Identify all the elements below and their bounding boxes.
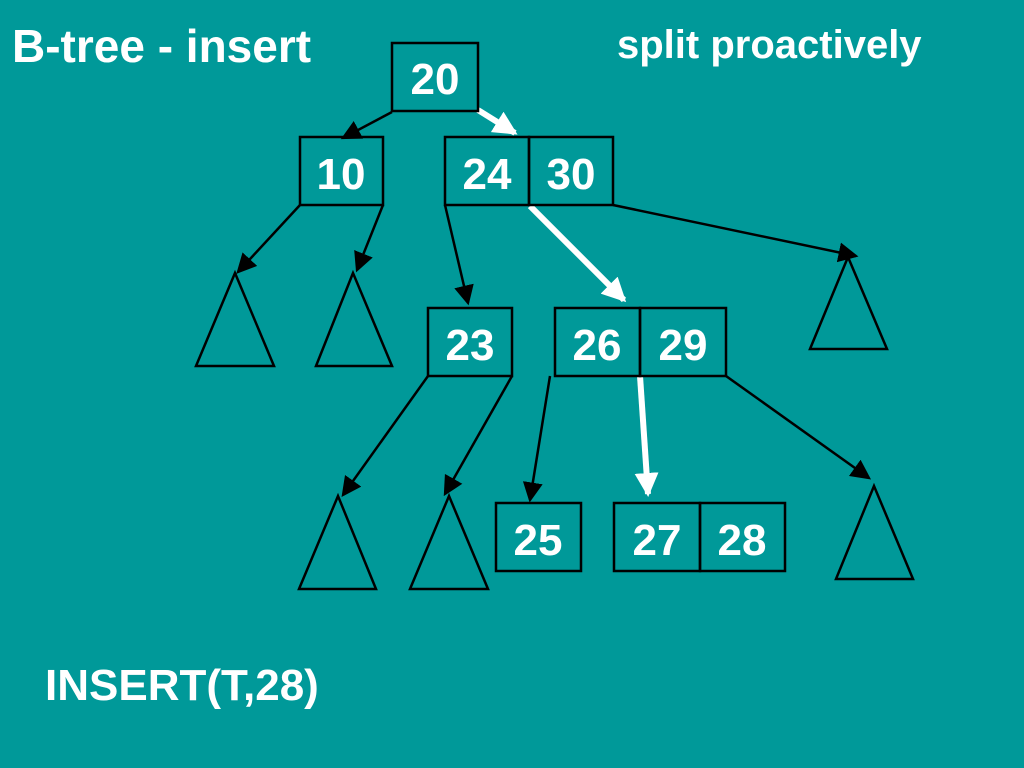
edge-n2629-to-right-subtree [725, 374, 872, 480]
node-key: 10 [317, 150, 366, 199]
node-key: 27 [633, 516, 682, 565]
node-key-cell [390, 41, 480, 113]
insert-path-n2430-to-n2629 [527, 203, 627, 303]
node-n2728: 27 28 [612, 501, 787, 573]
subtree-triangle [314, 269, 394, 368]
slide-title: B-tree - insert [12, 20, 311, 72]
node-key: 24 [463, 150, 512, 199]
node-root: 20 [390, 41, 480, 113]
node-n23: 23 [426, 306, 514, 378]
node-n25: 25 [494, 501, 583, 573]
edge-root-to-n10 [340, 110, 393, 140]
subtree-triangle [808, 253, 889, 351]
operation-label: INSERT(T,28) [45, 661, 319, 710]
subtree-triangle [194, 269, 276, 368]
node-key: 25 [514, 516, 563, 565]
node-key-cell [698, 501, 787, 573]
node-key-cell [426, 306, 514, 378]
node-key-cell [638, 306, 728, 378]
node-key: 23 [446, 321, 495, 370]
node-n2430: 24 30 [443, 135, 615, 207]
edge-n23-to-left-subtree [341, 375, 430, 498]
slide-subtitle: split proactively [617, 23, 922, 67]
edge-n10-to-left-subtree [236, 204, 301, 274]
insert-path-n2629-to-n2728 [634, 375, 659, 497]
node-key-cell [494, 501, 583, 573]
node-key-cell [527, 135, 615, 207]
node-key: 29 [659, 321, 708, 370]
subtree-triangle [297, 492, 378, 591]
subtree-triangle [834, 482, 915, 581]
node-key: 30 [547, 150, 596, 199]
node-key: 20 [411, 55, 460, 104]
edge-n10-to-right-subtree [354, 204, 385, 273]
insert-path-root-to-n2430 [476, 107, 518, 136]
node-key-cell [298, 135, 385, 207]
node-key: 28 [718, 516, 767, 565]
edge-n23-to-right-subtree [443, 375, 514, 497]
node-n2629: 26 29 [553, 306, 728, 378]
node-n10: 10 [298, 135, 385, 207]
edge-n2629-to-n25 [522, 375, 552, 503]
subtree-triangle [408, 492, 490, 591]
edge-n2430-to-right-subtree [612, 203, 859, 263]
edge-n2430-to-n23 [443, 204, 474, 306]
node-key: 26 [573, 321, 622, 370]
